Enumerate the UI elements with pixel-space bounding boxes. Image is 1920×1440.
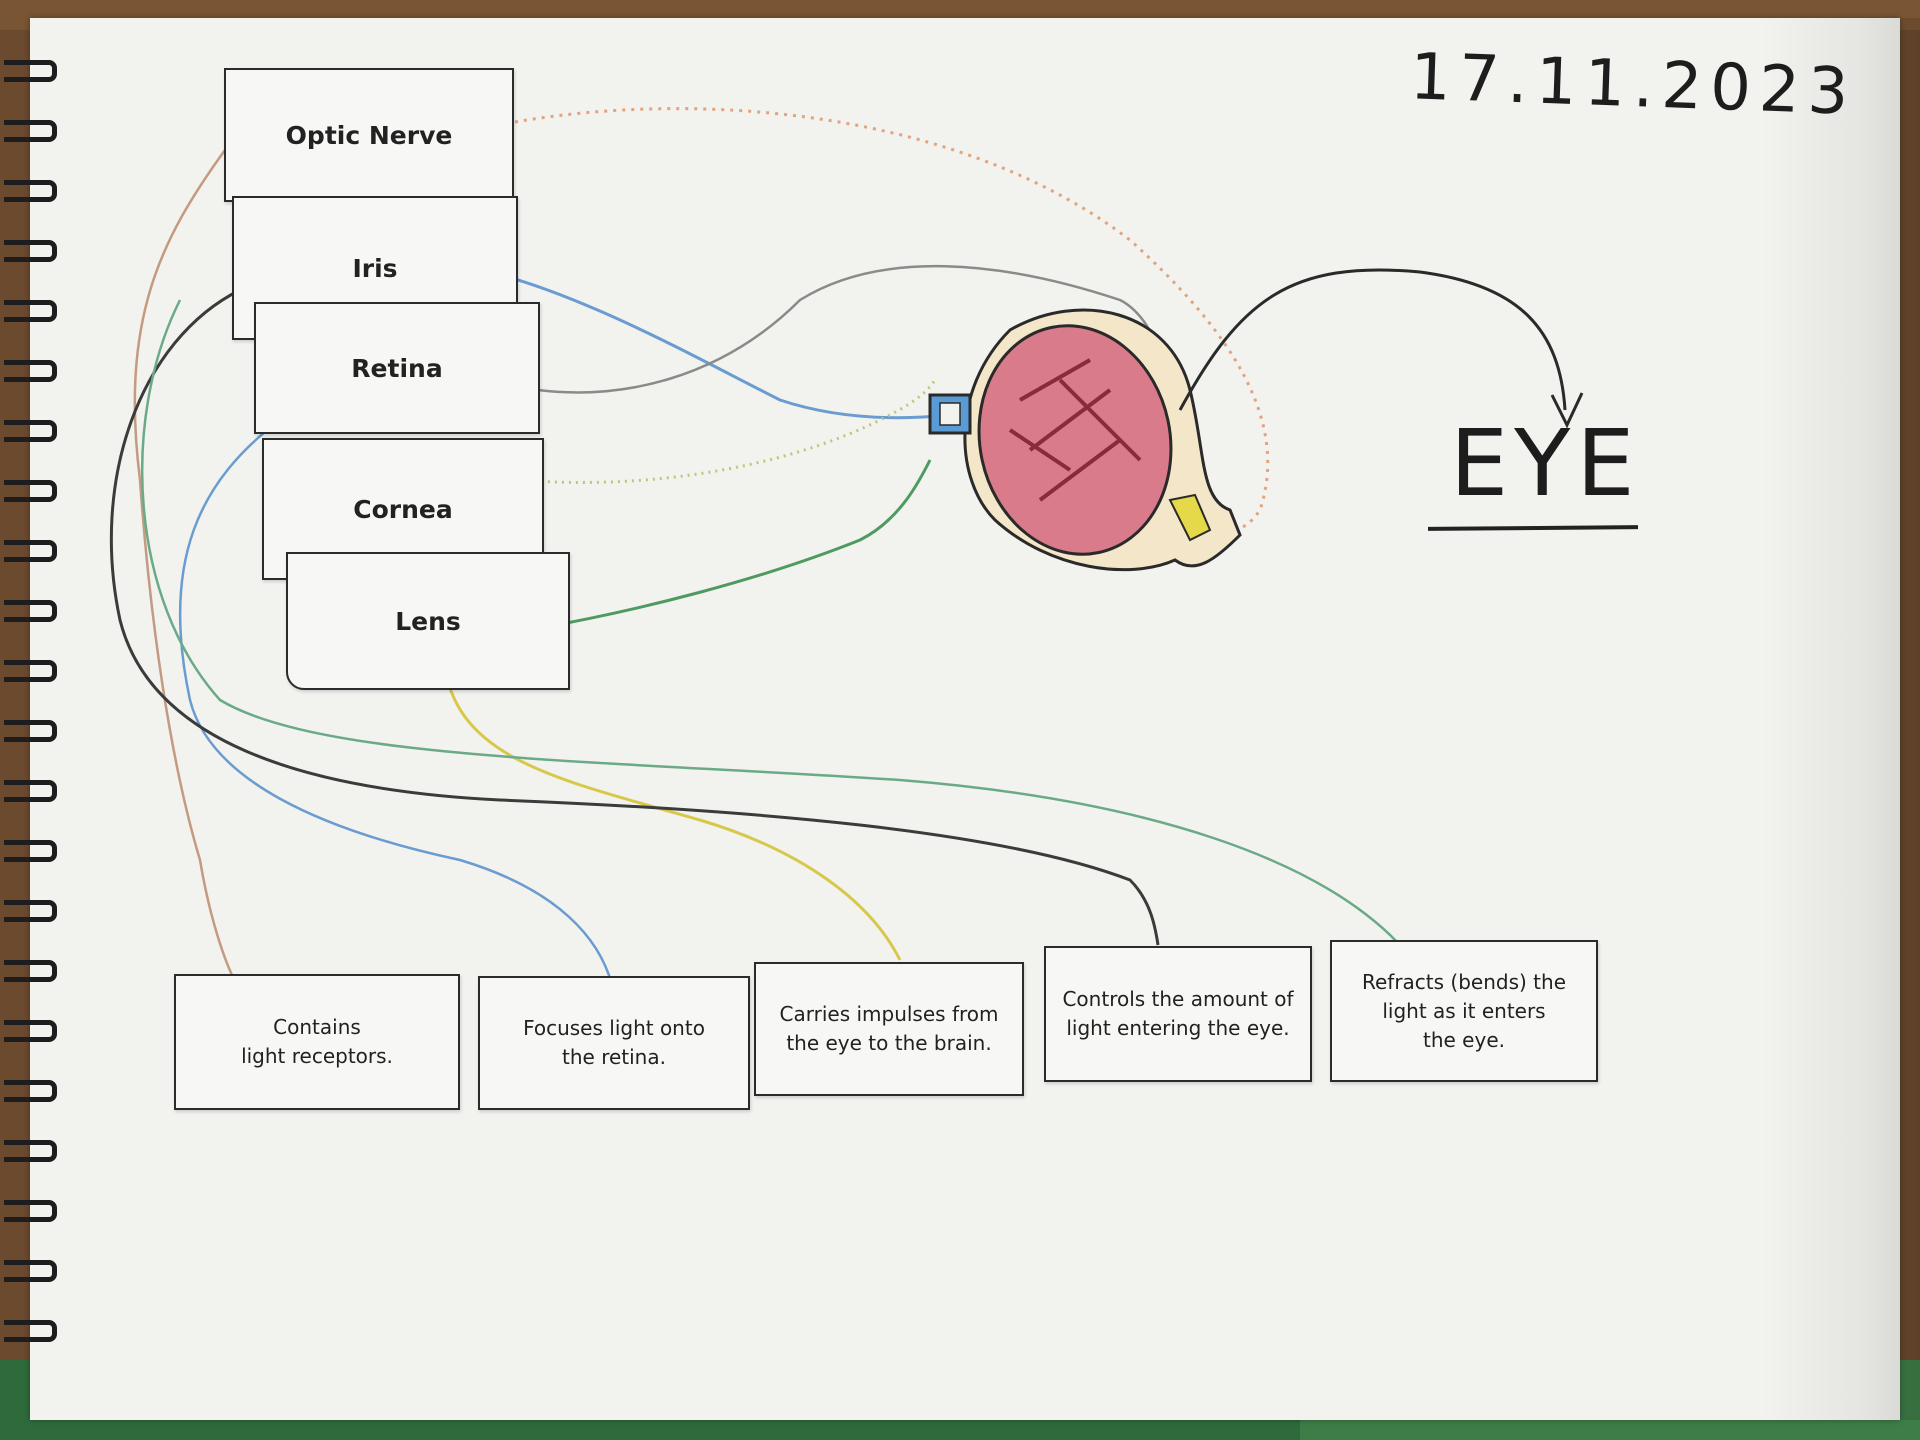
spiral-coil (4, 1320, 57, 1342)
spiral-coil (4, 300, 57, 322)
spiral-coil (4, 120, 57, 142)
definition-line: Refracts (bends) the (1361, 969, 1566, 994)
definition-line: the retina. (562, 1045, 666, 1069)
definition-line: light as it enters (1382, 998, 1546, 1023)
spiral-coil (4, 720, 57, 742)
spiral-coil (4, 480, 57, 502)
spiral-coil (4, 1020, 57, 1042)
label-optic-nerve: Optic Nerve (224, 68, 514, 202)
definition-line: Controls the amount of (1062, 987, 1294, 1011)
connector-to-definition-4 (109, 288, 1160, 946)
eye-illustration (928, 308, 1242, 572)
connector-to-definition-5 (140, 299, 1401, 946)
arrow-to-title (1178, 268, 1567, 411)
spiral-coil (4, 420, 57, 442)
spiral-coil (4, 180, 57, 202)
definition-line: Contains (273, 1015, 361, 1039)
iris-connector (454, 263, 951, 420)
spiral-coil (4, 1200, 57, 1222)
cornea-connector (519, 379, 937, 484)
spiral-coil (4, 780, 57, 802)
connector-to-definition-1 (133, 149, 234, 976)
page-title: EYE (1450, 410, 1641, 517)
spiral-coil (4, 360, 57, 382)
definition-line: Focuses light onto (523, 1016, 705, 1040)
spiral-coil (4, 240, 57, 262)
lens-connector (539, 459, 932, 630)
definition-line: the eye to the brain. (786, 1031, 992, 1055)
definition-card-3: Carries impulses from the eye to the brai… (754, 962, 1024, 1096)
label-lens: Lens (286, 552, 570, 690)
connector-to-definition-3 (443, 667, 902, 961)
spiral-coil (4, 1080, 57, 1102)
label-text: Retina (351, 353, 443, 383)
definition-card-5: Refracts (bends) the light as it enters th… (1330, 940, 1598, 1082)
spiral-coil (4, 840, 57, 862)
spiral-binding (0, 60, 60, 1390)
label-text: Lens (395, 606, 461, 636)
label-retina: Retina (254, 302, 540, 434)
spiral-coil (4, 960, 57, 982)
spiral-coil (4, 1260, 57, 1282)
connector-to-definition-2 (178, 419, 614, 986)
label-text: Optic Nerve (285, 120, 453, 150)
definition-line: light entering the eye. (1066, 1016, 1290, 1040)
spiral-coil (4, 900, 57, 922)
definition-card-2: Focuses light onto the retina. (478, 976, 750, 1110)
definition-line: Carries impulses from (779, 1002, 999, 1026)
definition-line: light receptors. (241, 1044, 393, 1068)
arrow-head (1550, 392, 1584, 429)
spiral-coil (4, 600, 57, 622)
definition-card-4: Controls the amount of light entering the… (1044, 946, 1312, 1082)
label-text: Iris (352, 253, 398, 283)
label-text: Cornea (353, 494, 453, 524)
spiral-coil (4, 540, 57, 562)
spiral-coil (4, 1140, 57, 1162)
definition-card-1: Contains light receptors. (174, 974, 460, 1110)
definition-line: the eye. (1423, 1027, 1505, 1052)
spiral-coil (4, 660, 57, 682)
spiral-coil (4, 60, 57, 82)
date-heading: 17.11.2023 (1408, 40, 1858, 130)
